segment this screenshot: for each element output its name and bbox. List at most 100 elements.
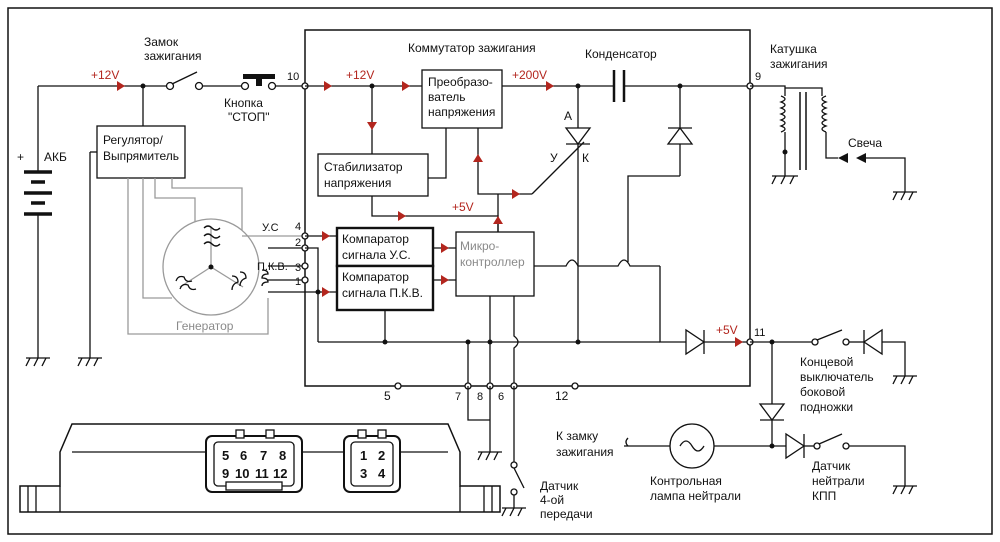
pin-4: 4 — [295, 221, 301, 233]
pin-11: 11 — [754, 327, 765, 339]
ground-pin8 — [477, 451, 502, 461]
spark-plug — [838, 153, 917, 201]
sensor-us-label: У.С — [262, 222, 279, 234]
neutral-lamp-label-2: лампа нейтрали — [650, 489, 741, 503]
comparator-pkv-box — [335, 264, 435, 312]
side-stand-switch — [811, 328, 917, 385]
connector-housing — [19, 423, 501, 513]
capacitor-label: Конденсатор — [585, 47, 657, 61]
side-stand-label-1: Концевой — [800, 355, 853, 369]
generator — [127, 178, 269, 335]
module-box — [304, 29, 751, 387]
side-stand-label-3: боковой — [800, 385, 845, 399]
to-lock-label-2: зажигания — [556, 445, 614, 459]
comparator-us-label-2: сигнала У.С. — [342, 248, 411, 262]
comparator-pkv-label-2: сигнала П.К.В. — [342, 286, 423, 300]
voltage-12v-inside: +12V — [346, 68, 374, 82]
converter-label-1: Преобразо- — [428, 75, 493, 89]
microcontroller-box — [455, 231, 535, 297]
pin-1: 1 — [295, 276, 301, 288]
neutral-sensor-label-3: КПП — [812, 489, 836, 503]
diode-5v — [685, 328, 750, 356]
microcontroller-label-2: контроллер — [460, 255, 525, 269]
comparator-us-label-1: Компаратор — [342, 232, 409, 246]
outer-frame — [7, 7, 993, 535]
conn-large-pin-12: 12 — [273, 466, 287, 481]
converter-label-3: напряжения — [428, 105, 495, 119]
thyristor-u-label: У — [550, 151, 558, 165]
conn-large-pin-5: 5 — [222, 448, 229, 463]
stabilizer-label-1: Стабилизатор — [324, 160, 403, 174]
conn-small-pin-3: 3 — [360, 466, 367, 481]
conn-large-pin-10: 10 — [235, 466, 249, 481]
gear4-label-3: передачи — [540, 507, 593, 521]
generator-label: Генератор — [176, 319, 234, 333]
regulator-box — [96, 125, 186, 179]
pin-3: 3 — [295, 262, 301, 274]
spark-plug-label: Свеча — [848, 136, 882, 150]
stop-button-label-2: "СТОП" — [228, 110, 270, 124]
gear4-label-2: 4-ой — [540, 493, 564, 507]
ground-battery — [25, 357, 50, 367]
ignition-coil — [750, 85, 838, 185]
regulator-label-2: Выпрямитель — [103, 149, 179, 163]
battery-plus-label: + — [17, 150, 24, 164]
neutral-sensor-label-1: Датчик — [812, 459, 851, 473]
sensor-pkv-label: П.К.В. — [257, 261, 288, 273]
regulator-label-1: Регулятор/ — [103, 133, 163, 147]
stabilizer-label-2: напряжения — [324, 176, 391, 190]
battery: + АКБ — [17, 86, 67, 358]
voltage-5v-mcu: +5V — [452, 200, 474, 214]
diode-capacitor — [627, 86, 694, 262]
module-title: Коммутатор зажигания — [408, 41, 536, 55]
neutral-lamp-label-1: Контрольная — [650, 474, 722, 488]
conn-large-pin-11: 11 — [255, 466, 269, 481]
conn-large-pin-8: 8 — [279, 448, 286, 463]
pin-12: 12 — [555, 389, 569, 403]
neutral-sensor-switch — [785, 432, 917, 495]
coil-label-2: зажигания — [770, 57, 828, 71]
conn-small-pin-2: 2 — [378, 448, 385, 463]
stabilizer-box — [317, 153, 429, 197]
diode-neutral — [758, 342, 786, 449]
conn-large-pin-7: 7 — [260, 448, 267, 463]
conn-small-pin-1: 1 — [360, 448, 367, 463]
ground-regulator — [77, 357, 102, 367]
microcontroller-label-1: Микро- — [460, 239, 499, 253]
voltage-200v: +200V — [512, 68, 547, 82]
ignition-lock-label-2: зажигания — [144, 49, 202, 63]
pin-10: 10 — [287, 71, 299, 83]
neutral-lamp — [669, 423, 786, 469]
comparator-us-box — [335, 226, 435, 268]
voltage-5v-out: +5V — [716, 323, 738, 337]
stop-button-label-1: Кнопка — [224, 96, 263, 110]
thyristor — [531, 86, 592, 342]
pin-7: 7 — [455, 391, 461, 403]
voltage-12v-left: +12V — [91, 68, 119, 82]
converter-box — [421, 69, 503, 129]
pin-2: 2 — [295, 237, 301, 249]
gear4-sensor-switch — [501, 386, 526, 517]
coil-label-1: Катушка — [770, 42, 817, 56]
neutral-sensor-label-2: нейтрали — [812, 474, 865, 488]
pin-9: 9 — [755, 71, 761, 83]
battery-label: АКБ — [44, 150, 67, 164]
side-stand-label-2: выключатель — [800, 370, 874, 384]
conn-large-pin-9: 9 — [222, 466, 229, 481]
conn-small-pin-4: 4 — [378, 466, 386, 481]
to-lock-label-1: К замку — [556, 429, 598, 443]
side-stand-label-4: подножки — [800, 400, 853, 414]
thyristor-a-label: А — [564, 109, 572, 123]
conn-large-pin-6: 6 — [240, 448, 247, 463]
ignition-lock-switch — [165, 71, 242, 91]
converter-label-2: ватель — [428, 90, 466, 104]
comparator-pkv-label-1: Компаратор — [342, 270, 409, 284]
ignition-lock-label-1: Замок — [144, 35, 179, 49]
gear4-label-1: Датчик — [540, 479, 579, 493]
stop-button — [240, 74, 305, 91]
pin-6: 6 — [498, 391, 504, 403]
pin-5: 5 — [384, 389, 391, 403]
pin-8: 8 — [477, 391, 483, 403]
